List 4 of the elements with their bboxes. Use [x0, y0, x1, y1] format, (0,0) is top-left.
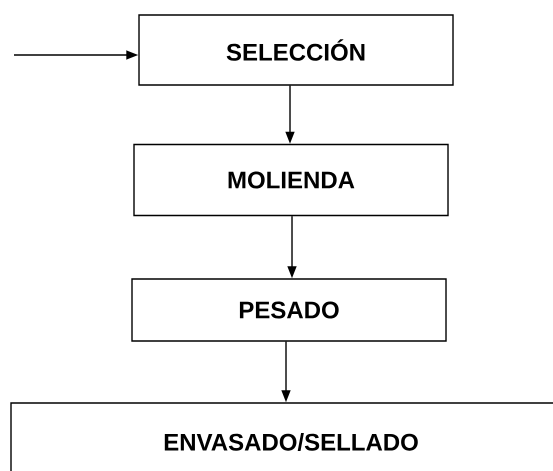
process-box: SELECCIÓN: [138, 14, 454, 86]
process-box: ENVASADO/SELLADO: [10, 402, 553, 471]
process-box: PESADO: [131, 278, 447, 342]
process-box: MOLIENDA: [133, 144, 449, 216]
